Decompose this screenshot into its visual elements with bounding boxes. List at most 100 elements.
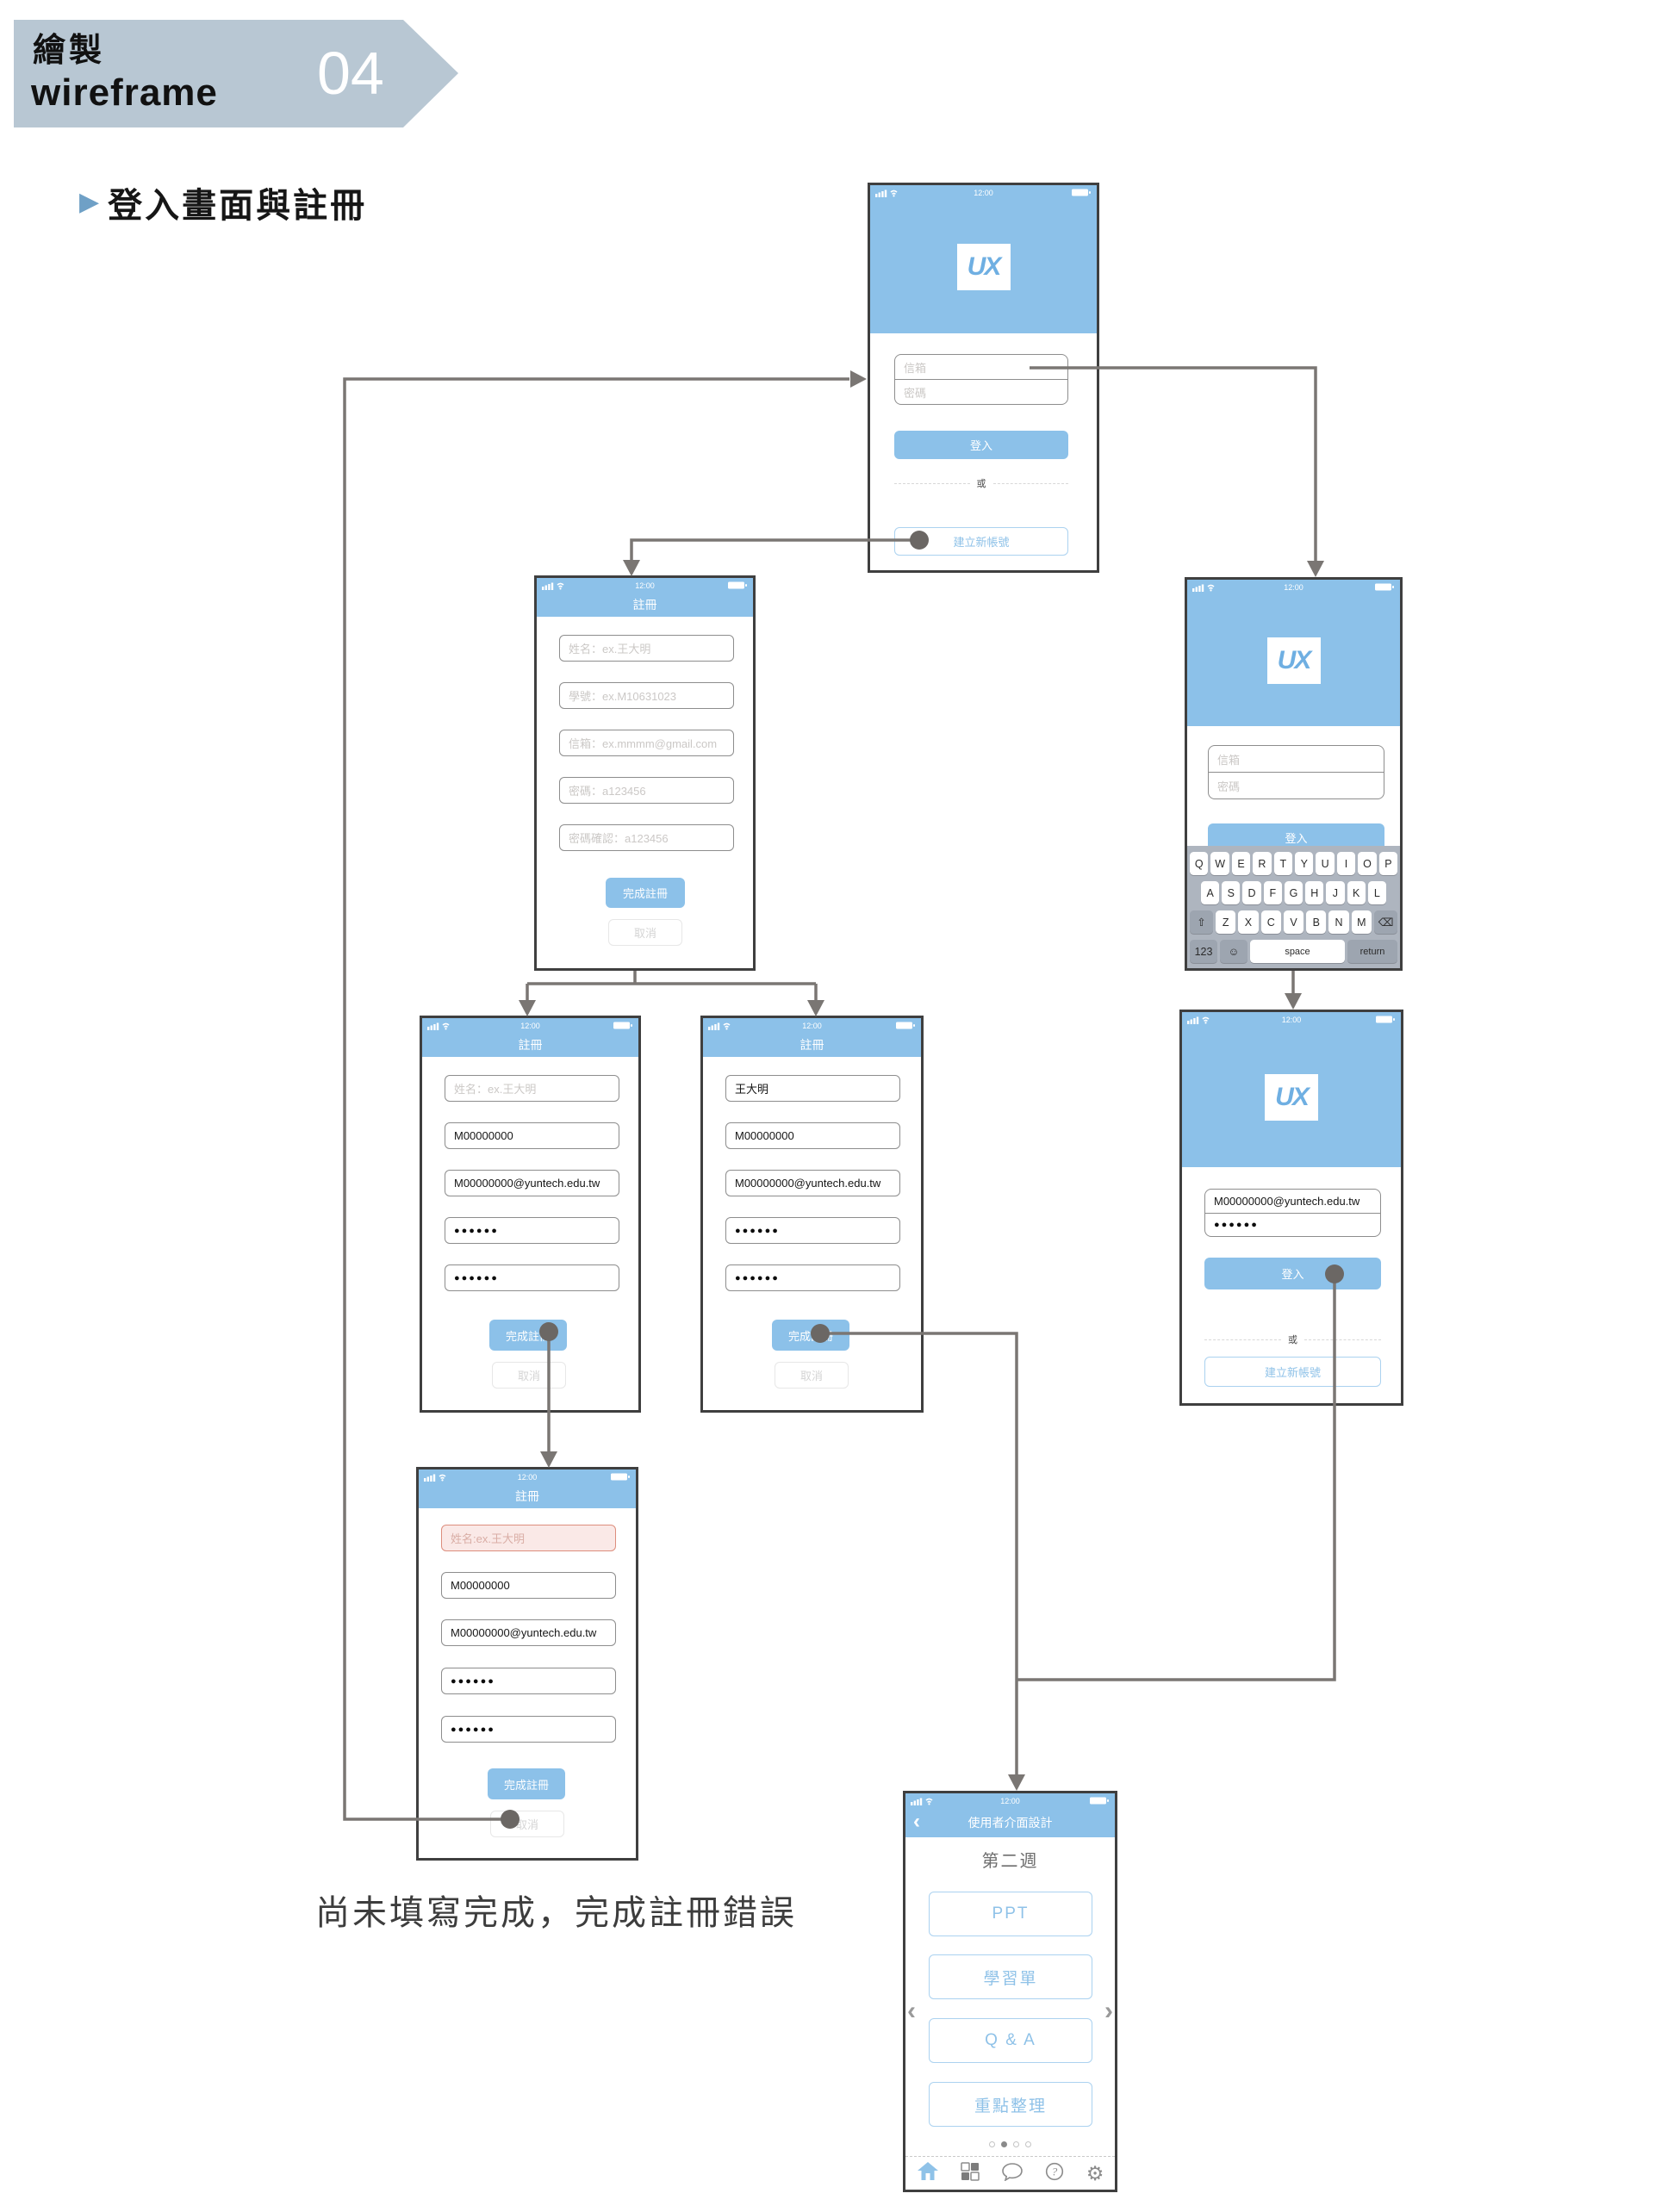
password-field[interactable]: ●●●●●● <box>441 1668 616 1694</box>
login-button[interactable]: 登入 <box>1204 1258 1381 1289</box>
password-field[interactable]: 密碼 <box>1209 772 1384 798</box>
space-key[interactable]: space <box>1250 940 1345 963</box>
key-n[interactable]: N <box>1328 910 1349 934</box>
name-field-error[interactable]: 姓名:ex.王大明 <box>441 1525 616 1551</box>
back-icon[interactable]: ‹ <box>913 1809 920 1833</box>
key-l[interactable]: L <box>1367 881 1386 904</box>
name-field[interactable]: 姓名：ex.王大明 <box>445 1075 619 1102</box>
course-button-worksheet[interactable]: 學習單 <box>929 1954 1092 1999</box>
key-s[interactable]: S <box>1222 881 1241 904</box>
email-field[interactable]: 信箱 <box>895 355 1067 379</box>
battery-icon <box>1072 189 1091 196</box>
email-field[interactable]: 信箱：ex.mmmm@gmail.com <box>559 730 734 756</box>
status-time: 12:00 <box>1284 582 1303 592</box>
key-r[interactable]: R <box>1253 852 1272 875</box>
key-w[interactable]: W <box>1210 852 1229 875</box>
create-account-button[interactable]: 建立新帳號 <box>1204 1357 1381 1387</box>
student-id-value: M00000000 <box>451 1579 510 1592</box>
password-confirm-field[interactable]: ●●●●●● <box>441 1716 616 1743</box>
tab-settings[interactable]: ⚙ <box>1086 2163 1104 2184</box>
key-a[interactable]: A <box>1201 881 1220 904</box>
tab-home[interactable] <box>917 2161 939 2185</box>
status-time: 12:00 <box>974 188 993 197</box>
emoji-key-icon[interactable]: ☺ <box>1220 940 1247 963</box>
student-id-field[interactable]: M00000000 <box>725 1122 900 1149</box>
return-key[interactable]: return <box>1347 940 1397 963</box>
name-field[interactable]: 姓名：ex.王大明 <box>559 635 734 662</box>
key-k[interactable]: K <box>1347 881 1366 904</box>
password-confirm-field[interactable]: ●●●●●● <box>725 1264 900 1291</box>
course-button-summary[interactable]: 重點整理 <box>929 2082 1092 2127</box>
email-field[interactable]: M00000000@yuntech.edu.tw <box>445 1170 619 1196</box>
status-time: 12:00 <box>635 581 655 590</box>
email-field[interactable]: M00000000@yuntech.edu.tw <box>441 1619 616 1646</box>
key-f[interactable]: F <box>1263 881 1282 904</box>
key-g[interactable]: G <box>1284 881 1303 904</box>
cancel-button[interactable]: 取消 <box>775 1362 849 1389</box>
status-bar: 12:00 <box>905 1793 1115 1808</box>
key-j[interactable]: J <box>1326 881 1345 904</box>
course-button-ppt[interactable]: PPT <box>929 1892 1092 1936</box>
cancel-button[interactable]: 取消 <box>492 1362 566 1389</box>
status-time: 12:00 <box>517 1472 538 1482</box>
cancel-button[interactable]: 取消 <box>490 1811 564 1837</box>
login-credentials-group: 信箱 密碼 <box>894 354 1068 405</box>
key-d[interactable]: D <box>1242 881 1261 904</box>
battery-icon <box>1375 583 1394 591</box>
banner-title-zh: 繪製 <box>33 33 106 69</box>
password-value: ●●●●●● <box>454 1225 499 1236</box>
tab-chat[interactable] <box>1001 2162 1023 2185</box>
prev-week-icon[interactable]: ‹ <box>907 1997 916 2025</box>
key-t[interactable]: T <box>1273 852 1293 875</box>
key-z[interactable]: Z <box>1216 910 1236 934</box>
create-account-button[interactable]: 建立新帳號 <box>894 527 1068 556</box>
email-field[interactable]: M00000000@yuntech.edu.tw <box>725 1170 900 1196</box>
password-confirm-field[interactable]: ●●●●●● <box>445 1264 619 1291</box>
submit-register-button[interactable]: 完成註冊 <box>772 1320 849 1351</box>
battery-icon <box>896 1022 915 1029</box>
name-field[interactable]: 王大明 <box>725 1075 900 1102</box>
signal-wifi-icon <box>542 582 564 590</box>
key-q[interactable]: Q <box>1190 852 1209 875</box>
key-e[interactable]: E <box>1231 852 1251 875</box>
login-button[interactable]: 登入 <box>894 431 1068 459</box>
password-field[interactable]: ●●●●●● <box>445 1217 619 1244</box>
password-value: ●●●●●● <box>735 1225 780 1236</box>
cancel-button[interactable]: 取消 <box>608 919 682 946</box>
course-button-qa[interactable]: Q & A <box>929 2018 1092 2063</box>
password-field[interactable]: ●●●●●● <box>1205 1213 1380 1236</box>
submit-register-button[interactable]: 完成註冊 <box>489 1320 567 1351</box>
password-field[interactable]: 密碼 <box>895 379 1067 404</box>
key-o[interactable]: O <box>1358 852 1377 875</box>
password-field[interactable]: ●●●●●● <box>725 1217 900 1244</box>
key-v[interactable]: V <box>1283 910 1304 934</box>
battery-icon <box>613 1022 632 1029</box>
key-b[interactable]: B <box>1306 910 1327 934</box>
student-id-field[interactable]: M00000000 <box>441 1572 616 1599</box>
key-c[interactable]: C <box>1260 910 1281 934</box>
key-u[interactable]: U <box>1316 852 1335 875</box>
backspace-key-icon[interactable]: ⌫ <box>1373 910 1397 934</box>
password-confirm-field[interactable]: 密碼確認：a123456 <box>559 824 734 851</box>
submit-register-button[interactable]: 完成註冊 <box>606 878 685 908</box>
submit-register-button[interactable]: 完成註冊 <box>488 1768 565 1799</box>
email-field[interactable]: M00000000@yuntech.edu.tw <box>1205 1190 1380 1213</box>
key-y[interactable]: Y <box>1295 852 1314 875</box>
student-id-field[interactable]: M00000000 <box>445 1122 619 1149</box>
student-id-field[interactable]: 學號：ex.M10631023 <box>559 682 734 709</box>
tab-help[interactable]: ? <box>1045 2162 1064 2185</box>
shift-key-icon[interactable]: ⇧ <box>1190 910 1213 934</box>
key-i[interactable]: I <box>1336 852 1356 875</box>
key-h[interactable]: H <box>1305 881 1324 904</box>
password-field[interactable]: 密碼：a123456 <box>559 777 734 804</box>
key-p[interactable]: P <box>1378 852 1398 875</box>
grid-icon <box>961 2161 980 2181</box>
key-x[interactable]: X <box>1238 910 1259 934</box>
divider-line <box>894 482 970 484</box>
next-week-icon[interactable]: › <box>1104 1997 1113 2025</box>
tab-modules[interactable] <box>961 2161 980 2185</box>
email-field[interactable]: 信箱 <box>1209 746 1384 772</box>
numbers-key[interactable]: 123 <box>1190 940 1217 963</box>
key-m[interactable]: M <box>1351 910 1372 934</box>
